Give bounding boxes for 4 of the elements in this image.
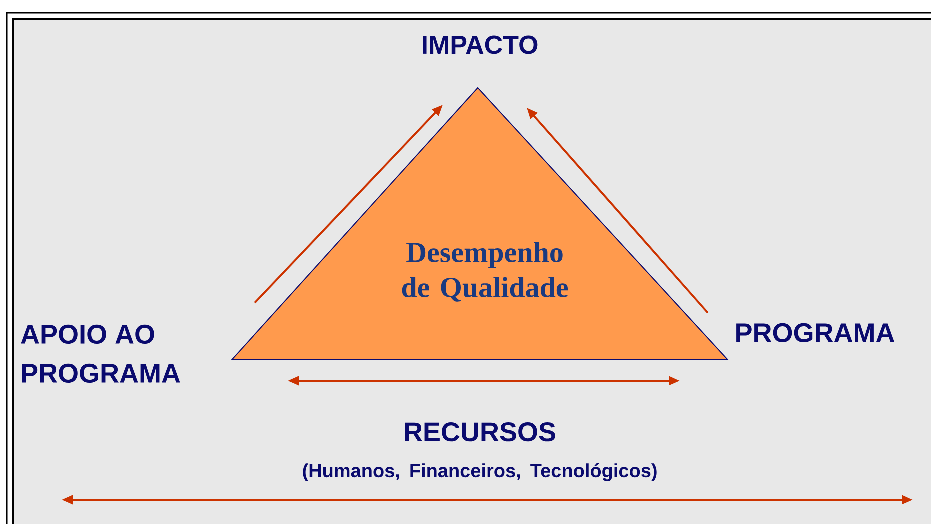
label-text: APOIO AO PROGRAMA: [21, 324, 180, 384]
label-text: IMPACTO: [423, 36, 538, 54]
label-text: RECURSOS (Humanos, Financeiros, Tecnológicos): [303, 422, 657, 482]
label-text: PROGRAMA: [736, 323, 895, 343]
